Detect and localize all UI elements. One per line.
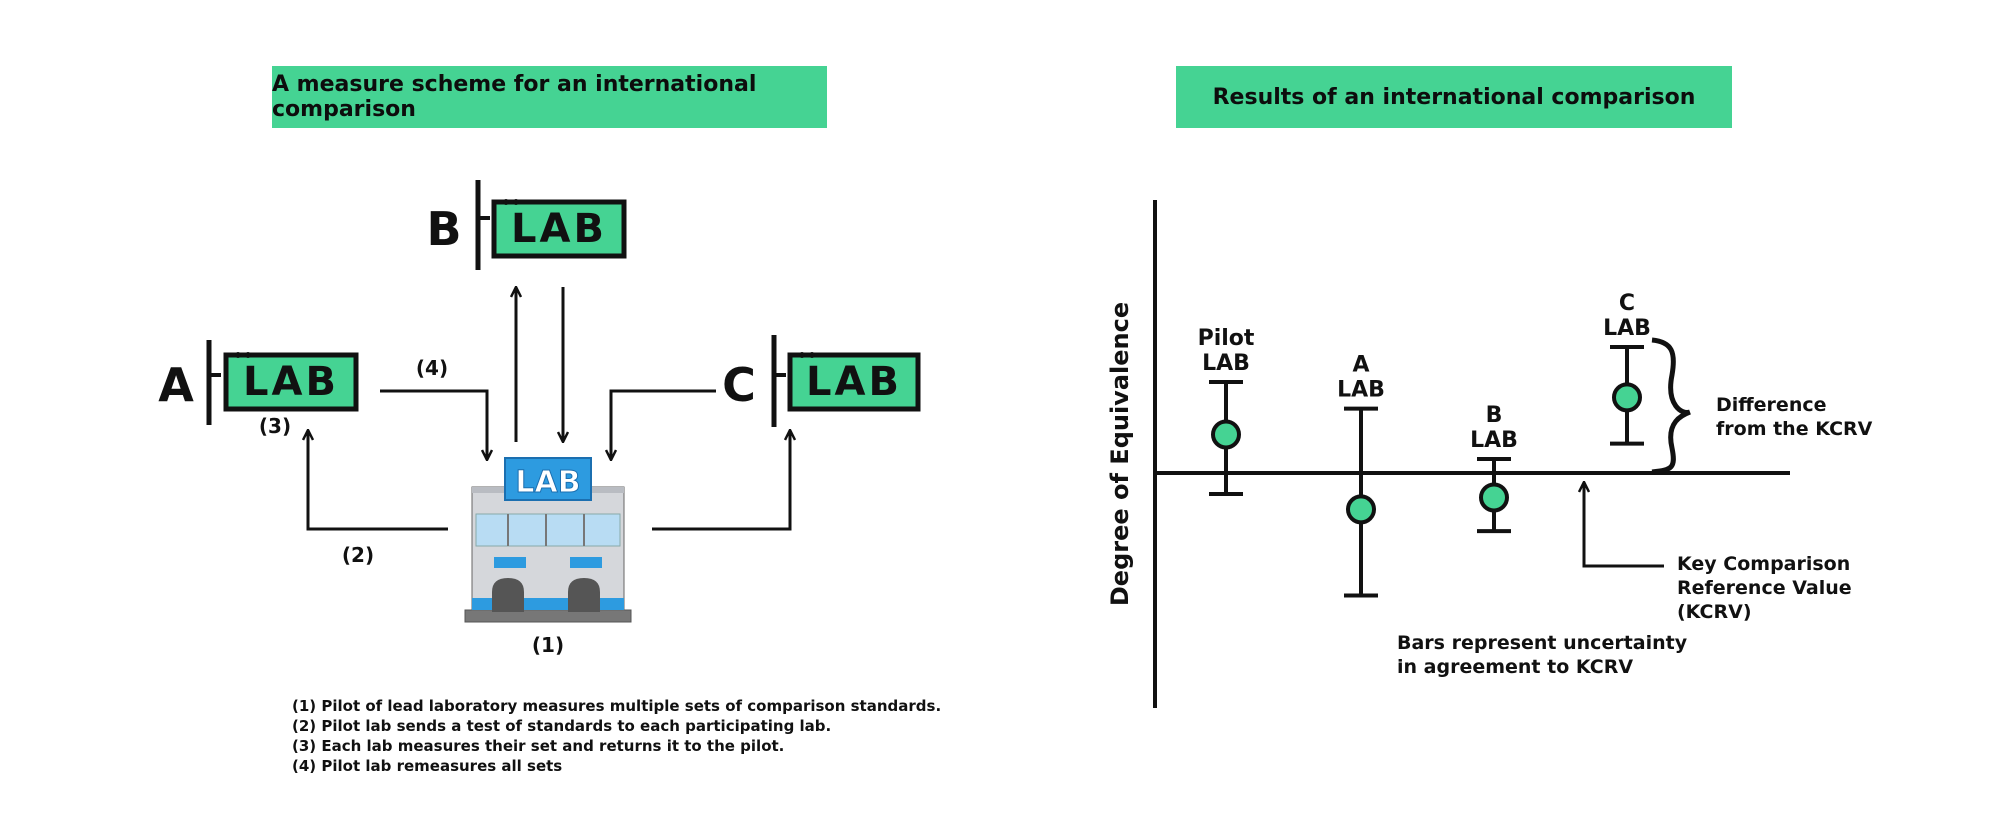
b-lab-point	[1479, 482, 1509, 513]
lab-b-label: LAB	[511, 206, 607, 252]
arrow-to-lab-c	[652, 430, 790, 531]
a-lab-label-line-2: LAB	[1337, 378, 1385, 403]
lab-b-group: B LAB	[426, 180, 627, 270]
difference-label-line-1: Difference	[1716, 394, 1827, 416]
results-title: Results of an international comparison	[1212, 84, 1696, 110]
a-lab-label-line-1: A	[1352, 353, 1369, 378]
lab-c-group: C LAB	[722, 335, 921, 427]
step-2-label: (2)	[342, 543, 374, 567]
results-title-banner: Results of an international comparison	[1176, 66, 1732, 128]
bars-note-line-1: Bars represent uncertainty	[1397, 632, 1688, 654]
y-axis-label: Degree of Equivalence	[1106, 302, 1134, 606]
note-1: (1) Pilot of lead laboratory measures mu…	[292, 697, 942, 715]
lab-a-box	[223, 352, 359, 412]
lab-b-letter: B	[426, 202, 461, 256]
b-lab-label-line-1: B	[1486, 403, 1503, 428]
lab-a-letter: A	[158, 358, 194, 412]
kcrv-pointer-arrow	[1584, 482, 1664, 568]
step-1-label: (1)	[532, 633, 564, 657]
lab-a-label: LAB	[243, 359, 339, 405]
pilot-lab-label-line-1: Pilot	[1198, 326, 1255, 351]
arrow-from-lab-a	[380, 389, 487, 460]
c-lab-label-line-2: LAB	[1603, 316, 1651, 341]
c-lab-label-line-1: C	[1619, 291, 1635, 316]
building-sign-label: LAB	[515, 465, 580, 500]
scheme-title: A measure scheme for an international co…	[272, 72, 757, 122]
lab-c-label: LAB	[806, 359, 902, 405]
lab-c-letter: C	[722, 358, 756, 412]
c-lab-point	[1612, 382, 1642, 413]
bars-note-line-2: in agreement to KCRV	[1397, 656, 1633, 678]
step-4-label: (4)	[416, 356, 448, 380]
kcrv-label-line-3: (KCRV)	[1677, 601, 1752, 623]
arrow-from-lab-c	[611, 389, 716, 460]
step-3-label: (3)	[259, 414, 291, 438]
note-3: (3) Each lab measures their set and retu…	[292, 737, 785, 755]
scheme-notes: (1) Pilot of lead laboratory measures mu…	[292, 696, 941, 776]
arrow-to-lab-a	[308, 430, 448, 531]
kcrv-label-line-2: Reference Value	[1677, 577, 1852, 599]
note-2: (2) Pilot lab sends a test of standards …	[292, 717, 832, 735]
b-lab-label-line-2: LAB	[1470, 428, 1518, 453]
scheme-title-banner: A measure scheme for an international co…	[272, 66, 827, 128]
lab-b-box	[491, 199, 627, 259]
pilot-lab-point	[1211, 419, 1241, 450]
difference-label-line-2: from the KCRV	[1716, 418, 1873, 440]
difference-brace	[1651, 337, 1691, 475]
lab-a-group: A LAB (3)	[158, 340, 359, 438]
pilot-lab-building-icon: LAB	[464, 457, 632, 623]
a-lab-point	[1346, 494, 1376, 525]
kcrv-label-line-1: Key Comparison	[1677, 553, 1850, 575]
flow-arrows	[308, 287, 790, 531]
lab-c-box	[787, 352, 921, 412]
pilot-lab-label-line-2: LAB	[1202, 351, 1250, 376]
note-4: (4) Pilot lab remeasures all sets	[292, 757, 563, 775]
